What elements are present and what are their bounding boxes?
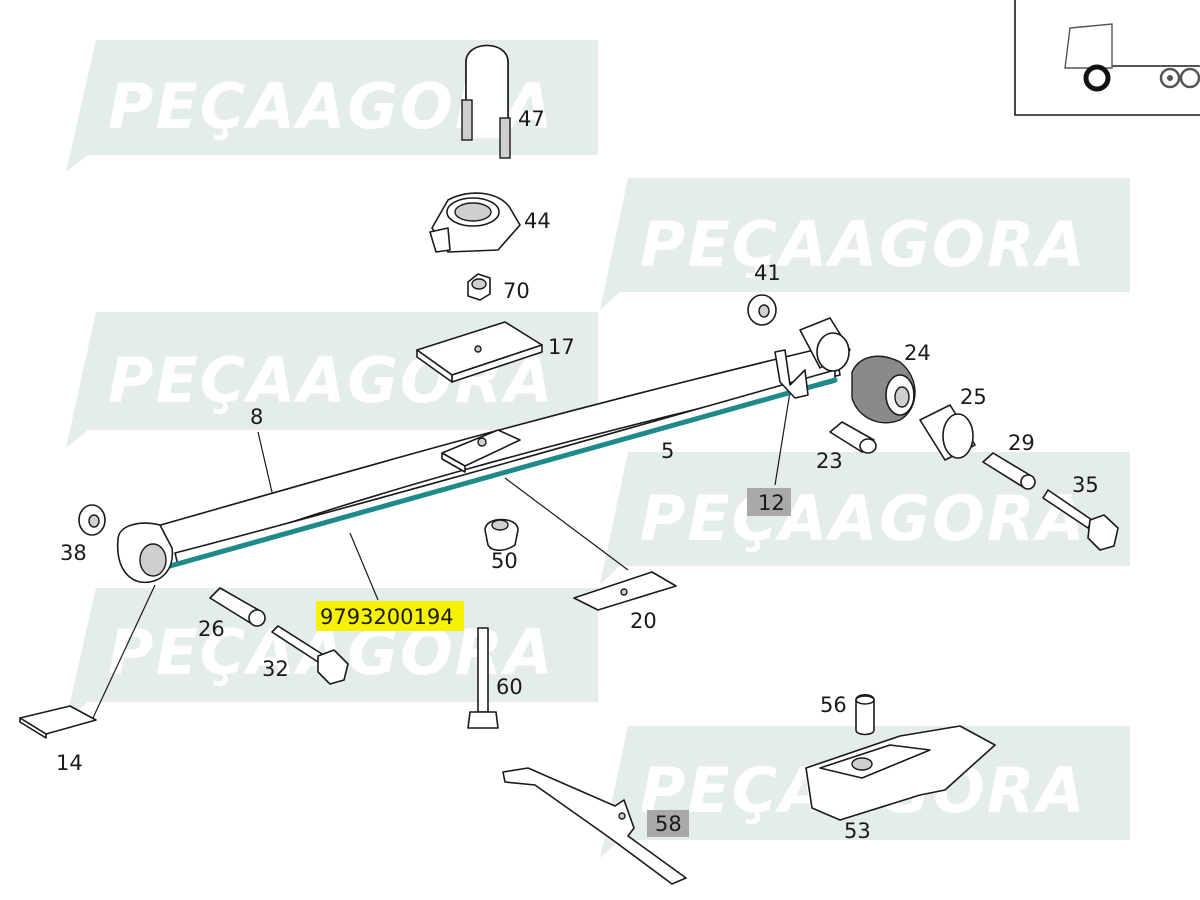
part-23-pin[interactable] <box>829 421 877 454</box>
callout-47[interactable]: 47 <box>518 107 545 131</box>
callout-20[interactable]: 20 <box>630 609 657 633</box>
leaf-spring-main-leaf[interactable] <box>149 344 841 566</box>
callout-58[interactable]: 58 <box>647 810 689 837</box>
callout-58-text: 58 <box>655 812 682 836</box>
callout-44[interactable]: 44 <box>524 209 551 233</box>
callout-32[interactable]: 32 <box>262 657 289 681</box>
watermark-2: PEÇAAGORA <box>600 178 1130 310</box>
callout-26[interactable]: 26 <box>198 617 225 641</box>
part-38-washer[interactable] <box>78 504 106 536</box>
part-50-rubber-stop[interactable] <box>484 518 519 552</box>
callout-labels: 47 44 70 17 41 24 25 29 35 23 12 8 5 38 … <box>56 107 1099 843</box>
callout-50[interactable]: 50 <box>491 549 518 573</box>
callout-35[interactable]: 35 <box>1072 473 1099 497</box>
callout-23[interactable]: 23 <box>816 449 843 473</box>
leaf-spring-assembly <box>116 344 841 584</box>
part-25-sleeve[interactable] <box>919 404 976 461</box>
part-47-u-bolt[interactable] <box>461 44 511 159</box>
callout-60[interactable]: 60 <box>496 675 523 699</box>
callout-17[interactable]: 17 <box>548 335 575 359</box>
spring-clip-12[interactable] <box>774 349 809 399</box>
part-60-bolt[interactable] <box>467 627 499 729</box>
callout-8[interactable]: 8 <box>250 405 263 429</box>
highlighted-part-number-text: 9793200194 <box>320 605 454 629</box>
part-17-plate[interactable] <box>416 321 543 383</box>
part-53-bracket[interactable] <box>805 725 996 821</box>
callout-5[interactable]: 5 <box>661 439 674 463</box>
watermark-text: PEÇAAGORA <box>640 482 1087 555</box>
part-41-washer[interactable] <box>747 294 777 326</box>
part-14-pad[interactable] <box>19 705 97 739</box>
spring-center-pad[interactable] <box>441 429 521 473</box>
callout-41[interactable]: 41 <box>754 261 781 285</box>
part-56-pin[interactable] <box>855 693 875 736</box>
part-44-spring-seat[interactable] <box>429 192 521 253</box>
leader-lines <box>91 391 791 721</box>
part-35-bolt[interactable] <box>1042 489 1119 551</box>
callout-56[interactable]: 56 <box>820 693 847 717</box>
watermark-4: PEÇAAGORA <box>600 452 1130 584</box>
spring-front-eye[interactable] <box>116 522 174 584</box>
watermark-1: PEÇAAGORA <box>66 40 598 172</box>
truck-position-inset <box>1014 0 1200 116</box>
callout-12-text: 12 <box>758 491 785 515</box>
callout-29[interactable]: 29 <box>1008 431 1035 455</box>
part-29-pin[interactable] <box>982 452 1036 490</box>
watermark-text: PEÇAAGORA <box>640 208 1087 281</box>
callout-53[interactable]: 53 <box>844 819 871 843</box>
part-24-rubber-bushing[interactable] <box>851 355 916 424</box>
highlighted-part-number[interactable]: 9793200194 <box>316 601 464 631</box>
callout-14[interactable]: 14 <box>56 751 83 775</box>
callout-70[interactable]: 70 <box>503 279 530 303</box>
part-32-bolt[interactable] <box>271 625 349 685</box>
part-20-shim[interactable] <box>573 571 677 611</box>
callout-24[interactable]: 24 <box>904 341 931 365</box>
callout-38[interactable]: 38 <box>60 541 87 565</box>
part-70-nut[interactable] <box>467 273 491 301</box>
part-bushing-tube[interactable] <box>799 317 851 372</box>
truck-icon <box>1064 23 1200 92</box>
part-26-pin[interactable] <box>209 587 266 627</box>
highlighted-leaf-9793200194[interactable] <box>167 377 838 569</box>
part-58-bracket-plate[interactable] <box>502 767 687 885</box>
callout-12[interactable]: 12 <box>747 488 791 516</box>
callout-25[interactable]: 25 <box>960 385 987 409</box>
